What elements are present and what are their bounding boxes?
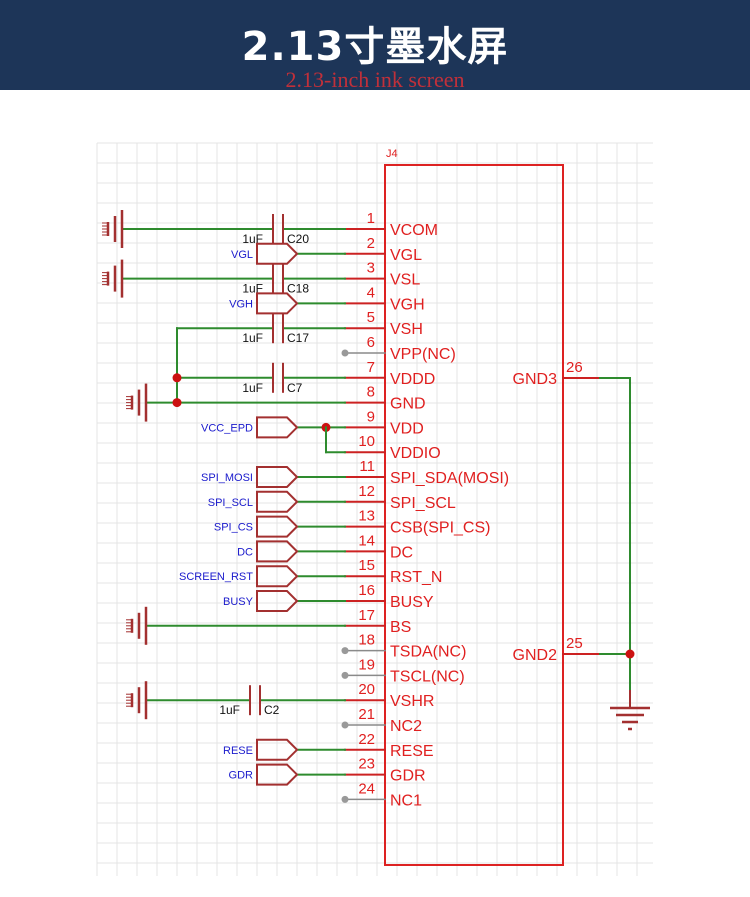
pin-9-net-flag bbox=[256, 416, 299, 439]
pin-12-net-flag bbox=[256, 490, 299, 513]
pin-20-number: 20 bbox=[358, 681, 375, 698]
pin-20-c2-ref: C2 bbox=[264, 703, 280, 717]
pin-11-number: 11 bbox=[359, 458, 375, 475]
pin-7-number: 7 bbox=[367, 359, 375, 376]
pin-1-name: VCOM bbox=[390, 222, 438, 239]
pin-1-c20-value: 1uF bbox=[242, 232, 263, 246]
pin-1-number: 1 bbox=[367, 210, 375, 227]
pin-5-c17-ref: C17 bbox=[287, 331, 309, 345]
pin-10-number: 10 bbox=[358, 433, 375, 450]
pin-10-name: VDDIO bbox=[390, 445, 441, 462]
pin-24-number: 24 bbox=[358, 780, 375, 797]
pin-21-number: 21 bbox=[358, 706, 375, 723]
pin-7-c7-value: 1uF bbox=[242, 381, 263, 395]
page-subtitle: 2.13-inch ink screen bbox=[285, 67, 465, 92]
right-ground-junction bbox=[625, 649, 635, 659]
pin-2-name: VGL bbox=[390, 247, 422, 264]
pin-14-net-text: DC bbox=[237, 546, 253, 558]
pin-3-c18-ref: C18 bbox=[287, 282, 309, 296]
pin-22-number: 22 bbox=[358, 731, 375, 748]
pin-18-number: 18 bbox=[358, 632, 375, 649]
pin-19-number: 19 bbox=[358, 656, 375, 673]
pin-22-net-flag bbox=[256, 738, 299, 761]
pin-15-number: 15 bbox=[358, 557, 375, 574]
ground-node-junction bbox=[172, 398, 182, 408]
pin-2-net-text: VGL bbox=[231, 249, 253, 261]
pin-14-net-flag bbox=[256, 540, 299, 563]
pin-9-name: VDD bbox=[390, 420, 424, 437]
pin-26-name: GND3 bbox=[513, 371, 558, 388]
pin-4-net-text: VGH bbox=[229, 298, 253, 310]
pin-6-name: VPP(NC) bbox=[390, 346, 456, 363]
pin-20-c2-value: 1uF bbox=[219, 703, 240, 717]
pin-24-name: NC1 bbox=[390, 792, 422, 809]
pin-7-c7-ref: C7 bbox=[287, 381, 303, 395]
pin-4-net-flag bbox=[256, 292, 299, 315]
pin-3-c18-value: 1uF bbox=[242, 282, 263, 296]
pin-15-net-text: SCREEN_RST bbox=[179, 571, 253, 583]
pin-6-number: 6 bbox=[367, 334, 375, 351]
pin-22-net-text: RESE bbox=[223, 745, 253, 757]
pin-8-name: GND bbox=[390, 396, 426, 413]
pin-13-net-text: SPI_CS bbox=[214, 522, 253, 534]
pin-22-name: RESE bbox=[390, 743, 434, 760]
pin-15-net-flag bbox=[256, 565, 299, 588]
pin-3-number: 3 bbox=[367, 260, 375, 277]
pin-13-number: 13 bbox=[358, 508, 375, 525]
pin-11-net-flag bbox=[256, 466, 299, 488]
pin-5-name: VSH bbox=[390, 321, 423, 338]
pin-4-number: 4 bbox=[367, 284, 375, 301]
pin-25-name: GND2 bbox=[513, 647, 558, 664]
title-banner: 2.13寸墨水屏 2.13-inch ink screen bbox=[0, 0, 750, 92]
pin-5-number: 5 bbox=[367, 309, 375, 326]
pin-12-number: 12 bbox=[358, 483, 375, 500]
pin-3-name: VSL bbox=[390, 272, 420, 289]
connector-designator: J4 bbox=[386, 148, 398, 160]
pin-7-name: VDDD bbox=[390, 371, 435, 388]
pin-16-name: BUSY bbox=[390, 594, 434, 611]
pin-19-nc-dot bbox=[341, 671, 349, 679]
pin-19-name: TSCL(NC) bbox=[390, 668, 465, 685]
pin-2-net-flag bbox=[256, 242, 299, 265]
pin-26-number: 26 bbox=[566, 359, 583, 376]
pin-18-nc-dot bbox=[341, 647, 349, 655]
connector-body bbox=[384, 164, 564, 866]
pin-21-nc-dot bbox=[341, 721, 349, 729]
pin-15-name: RST_N bbox=[390, 569, 442, 586]
pin-25-number: 25 bbox=[566, 635, 583, 652]
pin-16-net-flag bbox=[256, 590, 299, 612]
pin-11-net-text: SPI_MOSI bbox=[201, 472, 253, 484]
pin-16-net-text: BUSY bbox=[223, 596, 254, 608]
pin-14-number: 14 bbox=[358, 532, 375, 549]
page-title: 2.13寸墨水屏 bbox=[241, 24, 509, 70]
pin-23-net-flag bbox=[256, 763, 299, 786]
grid bbox=[96, 142, 653, 876]
pin-8-number: 8 bbox=[367, 384, 375, 401]
pin-2-number: 2 bbox=[367, 235, 375, 252]
pin-16-number: 16 bbox=[358, 582, 375, 599]
pin-5-c17-value: 1uF bbox=[242, 331, 263, 345]
pin-21-name: NC2 bbox=[390, 718, 422, 735]
pin-9-net-text: VCC_EPD bbox=[201, 422, 253, 434]
pin-17-name: BS bbox=[390, 619, 411, 636]
pin-18-name: TSDA(NC) bbox=[390, 644, 466, 661]
pin-9-number: 9 bbox=[367, 408, 375, 425]
pin-23-name: GDR bbox=[390, 768, 426, 785]
pin-20-name: VSHR bbox=[390, 693, 434, 710]
ground-node-junction bbox=[172, 373, 182, 383]
pin-12-name: SPI_SCL bbox=[390, 495, 456, 512]
pin-1-c20-ref: C20 bbox=[287, 232, 309, 246]
pin-13-name: CSB(SPI_CS) bbox=[390, 520, 490, 537]
pin-13-net-flag bbox=[256, 515, 299, 538]
pin-4-name: VGH bbox=[390, 296, 425, 313]
pin-6-nc-dot bbox=[341, 349, 349, 357]
pin-14-name: DC bbox=[390, 544, 413, 561]
pin-12-net-text: SPI_SCL bbox=[208, 497, 253, 509]
pin-23-net-text: GDR bbox=[229, 770, 254, 782]
pin-11-name: SPI_SDA(MOSI) bbox=[390, 470, 509, 487]
pin-23-number: 23 bbox=[358, 756, 375, 773]
pin-17-number: 17 bbox=[358, 607, 375, 624]
pin-24-nc-dot bbox=[341, 795, 349, 803]
